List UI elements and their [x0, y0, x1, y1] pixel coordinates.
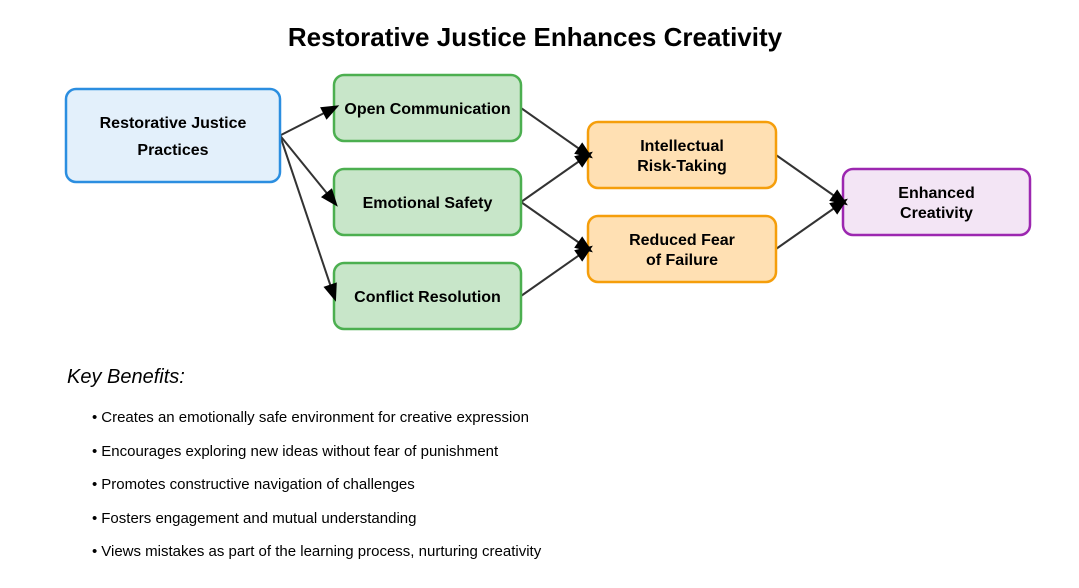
node-box — [586, 214, 778, 284]
benefit-text: Fosters engagement and mutual understand… — [101, 509, 417, 527]
node-label-line: Enhanced — [898, 185, 974, 202]
benefit-item: •Fosters engagement and mutual understan… — [92, 509, 541, 543]
edge-restorative-practices-to-conflict-resolution — [279, 135, 335, 297]
benefit-item: •Views mistakes as part of the learning … — [92, 542, 541, 576]
node-label-line: Practices — [137, 142, 208, 159]
edge-emotional-safety-to-intellectual-risk — [520, 154, 589, 203]
node-box — [586, 120, 778, 190]
node-label-line: Intellectual — [640, 138, 724, 155]
benefit-text: Promotes constructive navigation of chal… — [101, 476, 415, 494]
benefit-item: •Encourages exploring new ideas without … — [92, 442, 541, 476]
benefit-item: •Promotes constructive navigation of cha… — [92, 475, 541, 509]
bullet-icon: • — [92, 476, 98, 494]
arrowhead-icon — [321, 188, 338, 207]
node-conflict-resolution: Conflict Resolution — [332, 261, 523, 331]
arrowhead-icon — [574, 151, 593, 168]
node-label-line: Risk-Taking — [637, 158, 727, 175]
node-box — [64, 87, 282, 184]
edge-conflict-resolution-to-reduced-fear — [520, 248, 589, 297]
bullet-icon: • — [92, 509, 98, 527]
bullet-icon: • — [92, 409, 98, 426]
node-label-line: Reduced Fear — [629, 232, 735, 249]
node-emotional-safety: Emotional Safety — [332, 167, 523, 237]
benefit-item: •Creates an emotionally safe environment… — [92, 408, 541, 442]
arrowhead-icon — [829, 198, 848, 215]
node-label-line: Restorative Justice — [100, 115, 247, 132]
bullet-icon: • — [92, 442, 98, 460]
benefit-text: Creates an emotionally safe environment … — [101, 409, 529, 426]
bullet-icon: • — [92, 543, 98, 561]
key-benefits-heading: Key Benefits: — [67, 366, 185, 388]
edge-open-communication-to-intellectual-risk — [520, 107, 589, 156]
benefit-text: Views mistakes as part of the learning p… — [101, 543, 542, 561]
node-label-line: Open Communication — [344, 101, 510, 118]
arrowhead-icon — [320, 105, 340, 120]
edge-intellectual-risk-to-enhanced-creativity — [775, 154, 844, 203]
diagram-title: Restorative Justice Enhances Creativity — [287, 22, 783, 52]
edge-reduced-fear-to-enhanced-creativity — [775, 201, 844, 250]
node-label-line: of Failure — [646, 252, 718, 269]
edge-emotional-safety-to-reduced-fear — [520, 201, 589, 250]
arrowhead-icon — [574, 245, 593, 262]
node-label-line: Emotional Safety — [363, 195, 493, 212]
benefit-text: Encourages exploring new ideas without f… — [101, 442, 499, 460]
arrowheads-layer — [320, 105, 848, 302]
node-box — [841, 167, 1032, 237]
arrowhead-icon — [323, 282, 337, 302]
node-open-communication: Open Communication — [332, 73, 523, 143]
node-reduced-fear: Reduced Fear of Failure — [586, 214, 778, 284]
key-benefits-list: •Creates an emotionally safe environment… — [92, 408, 541, 576]
edges-layer — [279, 107, 844, 297]
node-label-line: Creativity — [900, 205, 973, 222]
node-label-line: Conflict Resolution — [354, 289, 501, 306]
edge-restorative-practices-to-emotional-safety — [279, 134, 335, 203]
